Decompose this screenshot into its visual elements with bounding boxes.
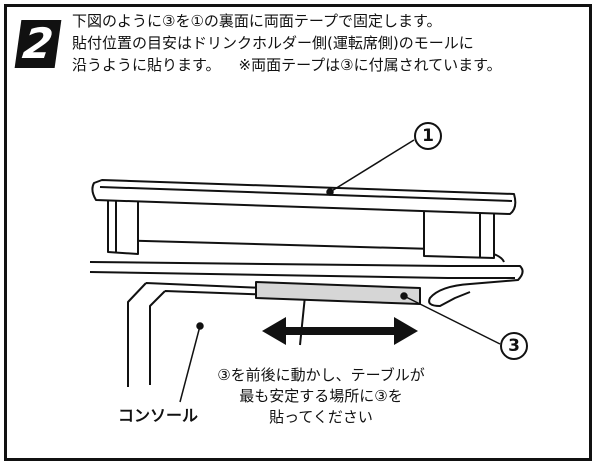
caption-line-3: 貼ってください	[269, 408, 373, 426]
tape-note: ※両面テープは③に付属されています。	[238, 56, 502, 74]
caption-line-1: ③を前後に動かし、テーブルが	[217, 366, 425, 384]
move-arrow	[262, 317, 418, 345]
molding-line	[89, 271, 515, 279]
instruction-line-3-text: 沿うように貼ります。	[72, 56, 221, 74]
instruction-line-2: 貼付位置の目安はドリンクホルダー側(運転席側)のモールに	[72, 34, 474, 52]
arrow-caption: ③を前後に動かし、テーブルが 最も安定する場所に③を 貼ってください	[196, 365, 446, 428]
instruction-line-1: 下図のように③を①の裏面に両面テープで固定します。	[72, 12, 442, 30]
console-body	[127, 282, 313, 387]
callout-part-1: 1	[414, 122, 442, 150]
callout-part-3: 3	[500, 332, 528, 360]
instruction-line-3: 沿うように貼ります。 ※両面テープは③に付属されています。	[72, 54, 582, 76]
molding-lip	[89, 261, 524, 307]
caption-line-2: 最も安定する場所に③を	[239, 387, 403, 405]
console-label: コンソール	[118, 406, 199, 425]
instruction-text: 下図のように③を①の裏面に両面テープで固定します。 貼付位置の目安はドリンクホル…	[72, 10, 582, 76]
table-board	[91, 179, 517, 215]
left-post	[107, 195, 139, 255]
